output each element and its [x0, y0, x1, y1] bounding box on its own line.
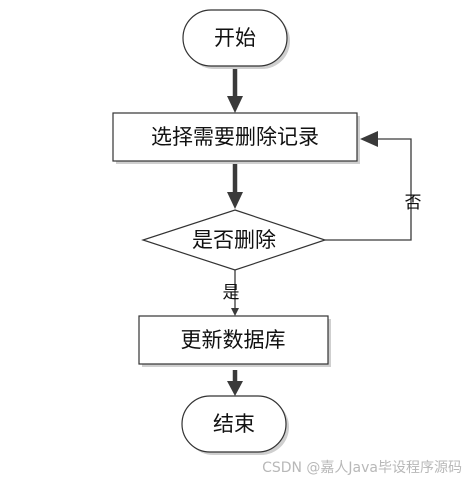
- start-node: [182, 9, 288, 67]
- yes-edge-label: 是: [223, 283, 240, 303]
- decision-node-label: 是否删除: [192, 228, 276, 252]
- arrow-head-update: [231, 308, 239, 316]
- end-node: [181, 395, 287, 453]
- watermark-text: CSDN @嘉人Java毕设程序源码: [262, 460, 462, 476]
- decision-node: [141, 209, 327, 271]
- arrow-head-decision: [227, 192, 243, 209]
- no-edge-label: 否: [405, 193, 422, 213]
- update-node-label: 更新数据库: [181, 328, 286, 352]
- select-node: [112, 112, 358, 162]
- edge-decision-no-loop: [325, 138, 412, 241]
- start-node-label: 开始: [214, 26, 256, 50]
- arrow-head-loop: [360, 131, 378, 147]
- end-node-label: 结束: [213, 412, 255, 436]
- arrow-head-end: [227, 381, 243, 396]
- arrow-head-select: [227, 96, 243, 113]
- update-node: [138, 315, 329, 365]
- select-node-label: 选择需要删除记录: [151, 125, 319, 149]
